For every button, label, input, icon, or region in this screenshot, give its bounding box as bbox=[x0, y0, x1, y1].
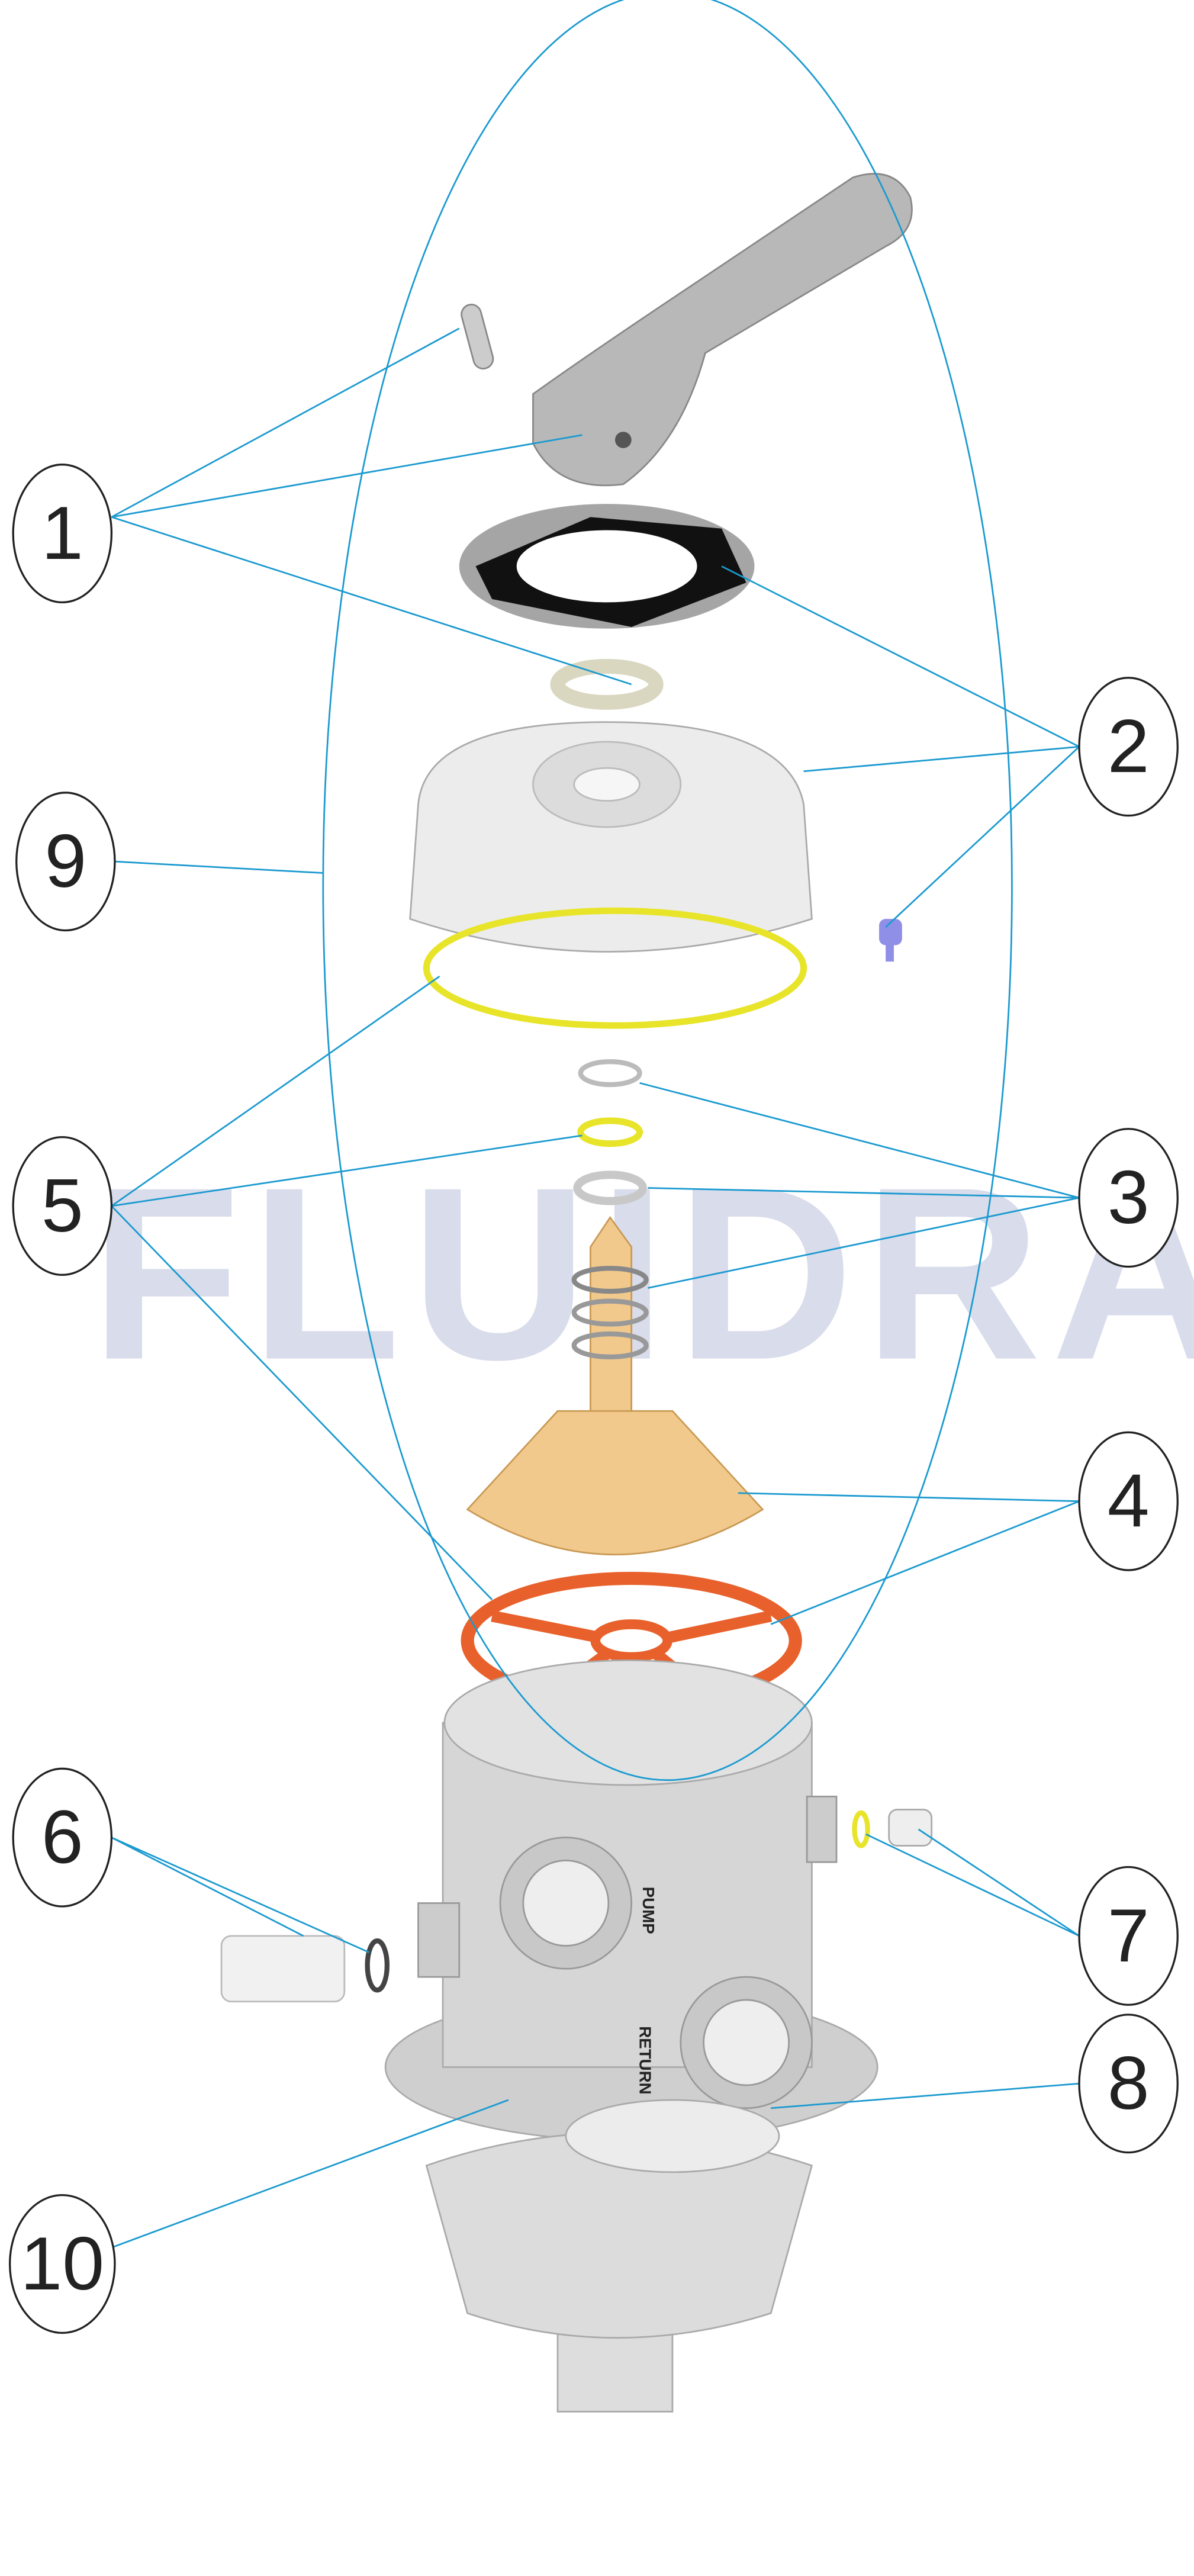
svg-text:1: 1 bbox=[41, 491, 83, 575]
svg-text:9: 9 bbox=[44, 819, 86, 903]
leader-1 bbox=[111, 327, 632, 686]
leader-3 bbox=[639, 1082, 1080, 1289]
hose-tail bbox=[220, 1935, 390, 2003]
svg-text:2: 2 bbox=[1108, 705, 1150, 789]
leader-5 bbox=[111, 975, 582, 1600]
cover-o-ring bbox=[423, 907, 807, 1029]
assembly-outline bbox=[322, 0, 1013, 1781]
o-ring-small bbox=[577, 1117, 643, 1147]
callout-7: 7 bbox=[1078, 1866, 1179, 2006]
vent-screw bbox=[879, 919, 902, 962]
svg-text:7: 7 bbox=[1108, 1894, 1150, 1978]
callout-2: 2 bbox=[1078, 677, 1179, 817]
svg-text:5: 5 bbox=[41, 1164, 83, 1248]
callout-5: 5 bbox=[12, 1136, 113, 1276]
leader-6 bbox=[111, 1837, 369, 1953]
leader-10 bbox=[111, 2099, 509, 2249]
ring-upper bbox=[578, 1059, 642, 1088]
cover bbox=[409, 721, 813, 953]
rotor bbox=[466, 1215, 764, 1556]
handle bbox=[461, 173, 913, 487]
svg-text:4: 4 bbox=[1108, 1459, 1150, 1543]
callout-8: 8 bbox=[1078, 2014, 1179, 2154]
callout-9: 9 bbox=[15, 792, 116, 932]
return-port-label: RETURN bbox=[636, 2026, 655, 2094]
pump-port-label: PUMP bbox=[639, 1887, 658, 1934]
svg-text:6: 6 bbox=[41, 1796, 83, 1880]
leader-7 bbox=[865, 1828, 1080, 1937]
svg-text:10: 10 bbox=[20, 2222, 104, 2306]
base-diffuser bbox=[425, 2099, 813, 2413]
leader-9 bbox=[114, 860, 323, 874]
svg-text:8: 8 bbox=[1108, 2041, 1150, 2125]
svg-text:3: 3 bbox=[1108, 1156, 1150, 1240]
gasket-black bbox=[459, 504, 755, 629]
leader-4 bbox=[738, 1492, 1080, 1625]
pin bbox=[461, 304, 494, 370]
ring-lower bbox=[573, 1170, 648, 1205]
leader-2 bbox=[721, 565, 1080, 928]
drain-plug bbox=[852, 1809, 933, 1848]
callout-3: 3 bbox=[1078, 1128, 1179, 1268]
callout-1: 1 bbox=[12, 463, 113, 604]
callout-6: 6 bbox=[12, 1767, 113, 1908]
callout-10: 10 bbox=[8, 2194, 116, 2334]
washer bbox=[550, 658, 664, 710]
callout-4: 4 bbox=[1078, 1431, 1179, 1571]
valve-body: PUMP RETURN bbox=[384, 1660, 878, 2142]
leader-8 bbox=[771, 2082, 1080, 2109]
